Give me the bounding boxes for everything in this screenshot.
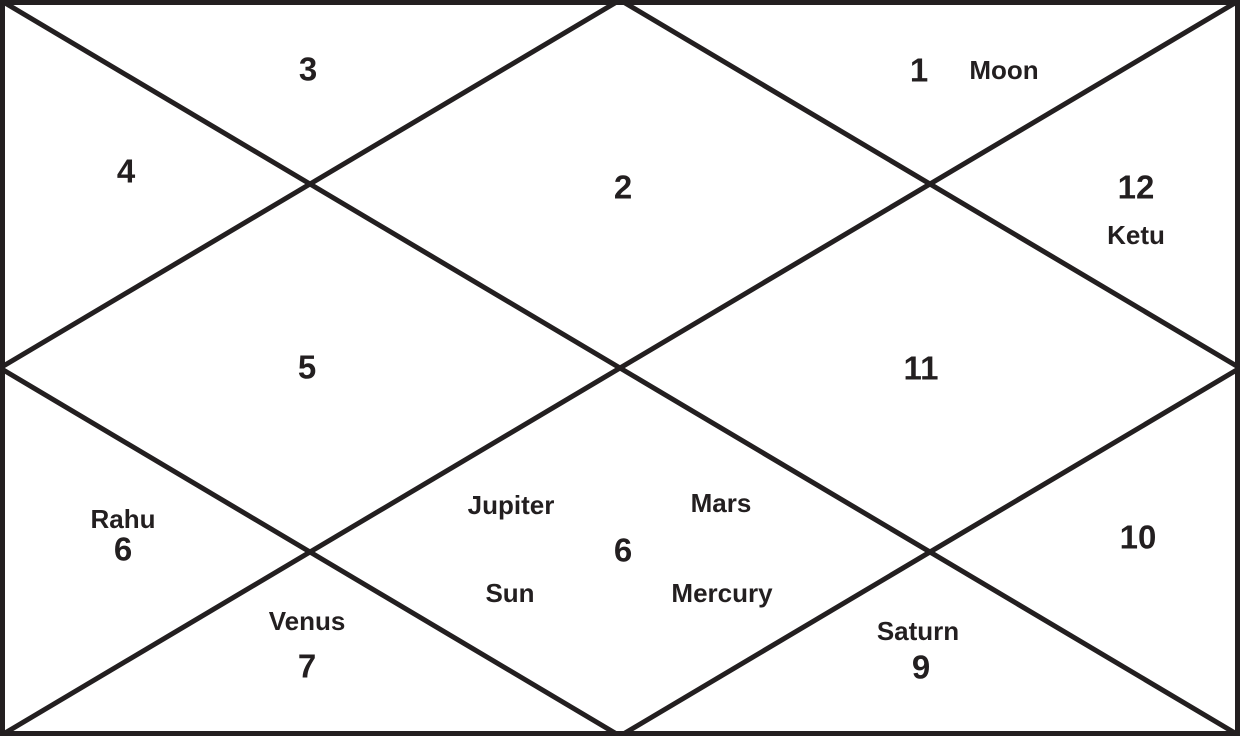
rhombus-edge-bottom-left bbox=[0, 365, 622, 736]
house-11-number: 11 bbox=[903, 349, 939, 387]
house-12-number: 12 bbox=[1117, 168, 1155, 206]
planet-rahu-label: Rahu bbox=[90, 504, 156, 534]
planet-mars-label: Mars bbox=[690, 488, 752, 518]
house-6-left-number: 6 bbox=[113, 530, 133, 568]
planet-moon-label: Moon bbox=[969, 55, 1039, 85]
planet-jupiter-label: Jupiter bbox=[467, 490, 555, 520]
house-7-number: 7 bbox=[297, 647, 317, 685]
rhombus-edge-top-right bbox=[618, 0, 1240, 371]
rhombus-edge-bottom-right bbox=[618, 365, 1240, 736]
planet-ketu-label: Ketu bbox=[1107, 220, 1165, 250]
house-6-center-number: 6 bbox=[613, 531, 633, 569]
house-5-number: 5 bbox=[297, 348, 317, 386]
planet-mercury-label: Mercury bbox=[671, 578, 773, 608]
house-1-number: 1 bbox=[909, 51, 929, 89]
house-2-number: 2 bbox=[613, 168, 633, 206]
house-3-number: 3 bbox=[298, 50, 318, 88]
rhombus-edge-top-left bbox=[0, 0, 622, 371]
house-9-number: 9 bbox=[911, 648, 931, 686]
planet-saturn-label: Saturn bbox=[876, 616, 960, 646]
house-10-number: 10 bbox=[1119, 518, 1157, 556]
planet-venus-label: Venus bbox=[268, 606, 346, 636]
house-4-number: 4 bbox=[116, 152, 136, 190]
planet-sun-label: Sun bbox=[485, 578, 535, 608]
